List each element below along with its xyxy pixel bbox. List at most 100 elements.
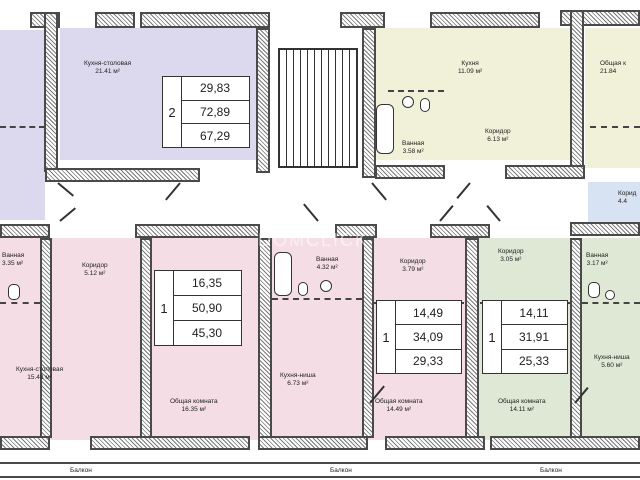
door-7 — [439, 205, 454, 222]
room-area: 11.09 м² — [458, 68, 483, 75]
area-values: 14,11 31,91 25,33 — [501, 301, 567, 373]
room-area: 3.05 м² — [500, 256, 522, 263]
apartment-info-top: 2 29,83 72,89 67,29 — [162, 76, 250, 148]
area-values: 29,83 72,89 67,29 — [181, 77, 249, 147]
wall-mid-2 — [375, 165, 445, 179]
room-area: 5.60 м² — [601, 362, 623, 369]
door-2 — [165, 182, 181, 201]
room-name: Кухня — [461, 60, 479, 67]
room-name: Балкон — [540, 467, 562, 474]
room-area: 4.4 — [618, 198, 628, 205]
door-3 — [371, 182, 387, 201]
wall-v-lower-2 — [140, 238, 152, 438]
area-values: 14,49 34,09 29,33 — [395, 301, 461, 373]
room-name: Кухня-ниша — [594, 354, 630, 361]
room-area: 4.32 м² — [316, 264, 338, 271]
zone-divider-top-right — [590, 126, 640, 128]
room-name: Корид — [618, 190, 637, 197]
wall-v-stair-left — [256, 28, 270, 173]
wall-v-right — [570, 10, 584, 170]
wall-bottom-2 — [90, 436, 250, 450]
wall-v-lower-6 — [570, 238, 582, 438]
sink-mid — [320, 280, 332, 292]
bathtub-mid — [274, 252, 292, 296]
room-area: 14.49 м² — [386, 406, 412, 413]
label-balcony-1: Балкон — [70, 467, 92, 475]
wall-corr-1 — [0, 224, 50, 238]
wall-corr-5 — [570, 222, 640, 236]
zone-divider-right-2 — [582, 302, 640, 304]
zone-divider-left — [0, 302, 40, 304]
room-name: Коридор — [400, 258, 426, 265]
wall-top-3 — [140, 12, 270, 28]
room-area: 3.35 м² — [2, 260, 24, 267]
room-count: 1 — [483, 301, 502, 373]
wall-v-stair-right — [362, 28, 376, 178]
corridor-right-edge-fill — [588, 182, 640, 222]
zone-divider-kitchen-right — [388, 90, 444, 92]
total-area: 50,90 — [173, 296, 241, 321]
room-count: 1 — [155, 271, 174, 345]
area-without-balcony: 67,29 — [199, 128, 231, 143]
room-name: Кухня-столовая — [84, 60, 132, 67]
room-area: 5.12 м² — [84, 270, 106, 277]
total-area: 72,89 — [181, 101, 249, 125]
area-without-balcony: 29,33 — [412, 354, 444, 369]
wall-corr-2 — [135, 224, 260, 238]
total-area: 31,91 — [501, 325, 567, 350]
room-area: 21.84 — [600, 68, 617, 75]
wall-v-lower-1 — [40, 238, 52, 438]
room-name: Общая к — [600, 60, 626, 67]
wall-v-lower-5 — [465, 238, 479, 438]
balcony-line-2 — [0, 476, 640, 478]
door-5 — [59, 207, 76, 222]
room-area: 3.17 м² — [586, 260, 608, 267]
toilet-top-right — [420, 98, 430, 112]
room-area: 3.79 м² — [402, 266, 424, 273]
wall-top-4 — [340, 12, 385, 28]
living-area: 29,83 — [181, 77, 249, 101]
zone-divider-top-left — [0, 126, 45, 128]
bathtub-top-right — [376, 104, 394, 154]
apartment-far-right-top-fill — [585, 28, 640, 168]
sink-top-right — [402, 96, 414, 108]
wall-v-left — [44, 12, 58, 172]
wall-bottom-5 — [490, 436, 640, 450]
zone-divider-mid — [272, 298, 362, 300]
living-area: 16,35 — [173, 271, 241, 296]
room-count: 1 — [377, 301, 396, 373]
room-name: Ванная — [402, 140, 425, 147]
watermark: DOMCLICK — [258, 230, 370, 250]
room-area: 6.13 м² — [487, 136, 509, 143]
room-name: Общая комната — [498, 398, 546, 405]
wall-top-2 — [95, 12, 135, 28]
toilet-left — [8, 284, 20, 300]
room-name: Коридор — [498, 248, 524, 255]
wall-mid-3 — [505, 165, 585, 179]
room-name: Ванная — [316, 256, 339, 263]
wall-corr-4 — [430, 224, 490, 238]
apartment-info-mid: 1 14,49 34,09 29,33 — [376, 300, 462, 374]
wall-bottom-3 — [258, 436, 368, 450]
room-name: Балкон — [330, 467, 352, 474]
room-name: Балкон — [70, 467, 92, 474]
room-name: Кухня-столовая — [16, 366, 64, 373]
room-name: Коридор — [82, 262, 108, 269]
wall-corr-3 — [335, 224, 377, 238]
area-without-balcony: 25,33 — [518, 354, 550, 369]
room-name: Общая комната — [375, 398, 423, 405]
wall-bottom-1 — [0, 436, 50, 450]
